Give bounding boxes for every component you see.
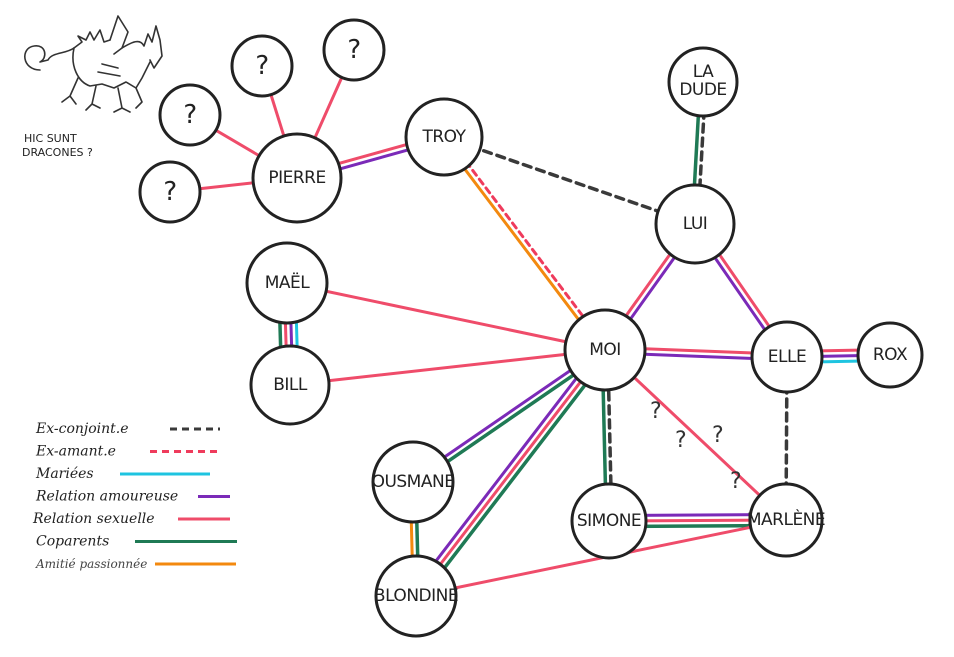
node-label: ?: [163, 177, 176, 207]
node-circle: [750, 320, 824, 394]
node-label: TROY: [421, 127, 466, 147]
node-pierre: PIERRE: [251, 132, 343, 224]
node-circle: [667, 46, 739, 118]
node-circle: [748, 482, 824, 558]
node-marlene: MARLÈNE: [747, 482, 826, 558]
uncertain-marks: ????: [650, 399, 742, 494]
node-label: MAËL: [265, 272, 311, 293]
legend-item-ex-amant: Ex-amant.e: [35, 444, 220, 460]
node-circle: [371, 440, 455, 524]
edge-line-coparents: [418, 351, 612, 602]
node-label: ?: [255, 51, 268, 81]
legend-item-amoureuse: Relation amoureuse: [35, 489, 230, 505]
edge-line-sexuelle: [288, 348, 607, 387]
node-circle: [374, 554, 458, 638]
uncertain-mark: ?: [730, 469, 742, 494]
node-label: BLONDINE: [374, 586, 458, 606]
node-moi: MOI: [563, 308, 647, 392]
node-label: PIERRE: [268, 168, 325, 188]
node-circle: [856, 321, 924, 389]
legend-label: Relation amoureuse: [35, 489, 178, 505]
uncertain-mark: ?: [650, 399, 662, 424]
edge-bill-moi: [288, 348, 607, 387]
node-rox: ROX: [856, 321, 924, 389]
node-label: ?: [347, 35, 360, 65]
node-label: SIMONE: [577, 511, 641, 531]
edge-troy-moi: [440, 133, 609, 354]
edge-line-ex-conjoint: [442, 135, 697, 226]
legend-item-coparents: Coparents: [36, 534, 237, 550]
node-q1: ?: [230, 34, 294, 98]
node-troy: TROY: [404, 97, 484, 177]
edge-troy-lui: [442, 135, 697, 226]
node-q3: ?: [158, 83, 222, 147]
node-label: MOI: [589, 340, 621, 360]
edge-line-sexuelle: [285, 281, 607, 352]
node-elle: ELLE: [750, 320, 824, 394]
node-label: ELLE: [768, 347, 806, 367]
node-label: OUSMANE: [372, 472, 455, 492]
node-circle: [322, 18, 386, 82]
node-circle: [249, 344, 331, 426]
node-label: BILL: [273, 375, 308, 395]
edge-line-amitie: [440, 137, 605, 354]
node-ousmane: OUSMANE: [371, 440, 455, 524]
node-lui: LUI: [654, 183, 736, 265]
node-label: LA: [693, 62, 714, 82]
legend-item-amitie: Amitié passionnée: [35, 557, 236, 571]
node-simone: SIMONE: [570, 482, 648, 560]
node-circle: [245, 241, 329, 325]
edge-line-ex-amant: [444, 133, 609, 350]
node-circle: [138, 160, 202, 224]
legend-label: Amitié passionnée: [35, 557, 147, 571]
uncertain-mark: ?: [675, 428, 687, 453]
legend-label: Coparents: [36, 534, 109, 550]
uncertain-mark: ?: [712, 423, 724, 448]
edge-mael-moi: [285, 281, 607, 352]
node-label: ROX: [873, 345, 908, 365]
node-circle: [654, 183, 736, 265]
legend-label: Ex-amant.e: [35, 444, 116, 460]
node-circle: [230, 34, 294, 98]
edge-line-sexuelle: [414, 348, 607, 598]
legend-label: Relation sexuelle: [32, 511, 155, 527]
node-q4: ?: [138, 160, 202, 224]
node-circle: [404, 97, 484, 177]
node-circle: [563, 308, 647, 392]
edge-moi-blondine: [410, 345, 612, 602]
legend-label: Mariées: [35, 466, 94, 482]
legend-item-sexuelle: Relation sexuelle: [32, 511, 230, 527]
node-label: ?: [183, 100, 196, 130]
caption-line-2: DRACONES ?: [22, 146, 93, 159]
node-label: DUDE: [679, 80, 726, 100]
node-bill: BILL: [249, 344, 331, 426]
dragon-icon: [24, 15, 163, 113]
node-circle: [570, 482, 648, 560]
edge-line-amoureuse: [410, 345, 603, 595]
legend-item-ex-conjoint: Ex-conjoint.e: [35, 421, 220, 437]
node-circle: [251, 132, 343, 224]
node-blondine: BLONDINE: [374, 554, 459, 638]
node-label: MARLÈNE: [747, 508, 825, 530]
legend-label: Ex-conjoint.e: [35, 421, 129, 437]
node-mael: MAËL: [245, 241, 329, 325]
node-q2: ?: [322, 18, 386, 82]
caption-line-1: HIC SUNT: [24, 132, 77, 145]
legend-item-mariees: Mariées: [35, 466, 210, 482]
node-circle: [158, 83, 222, 147]
node-label: LUI: [683, 214, 708, 234]
